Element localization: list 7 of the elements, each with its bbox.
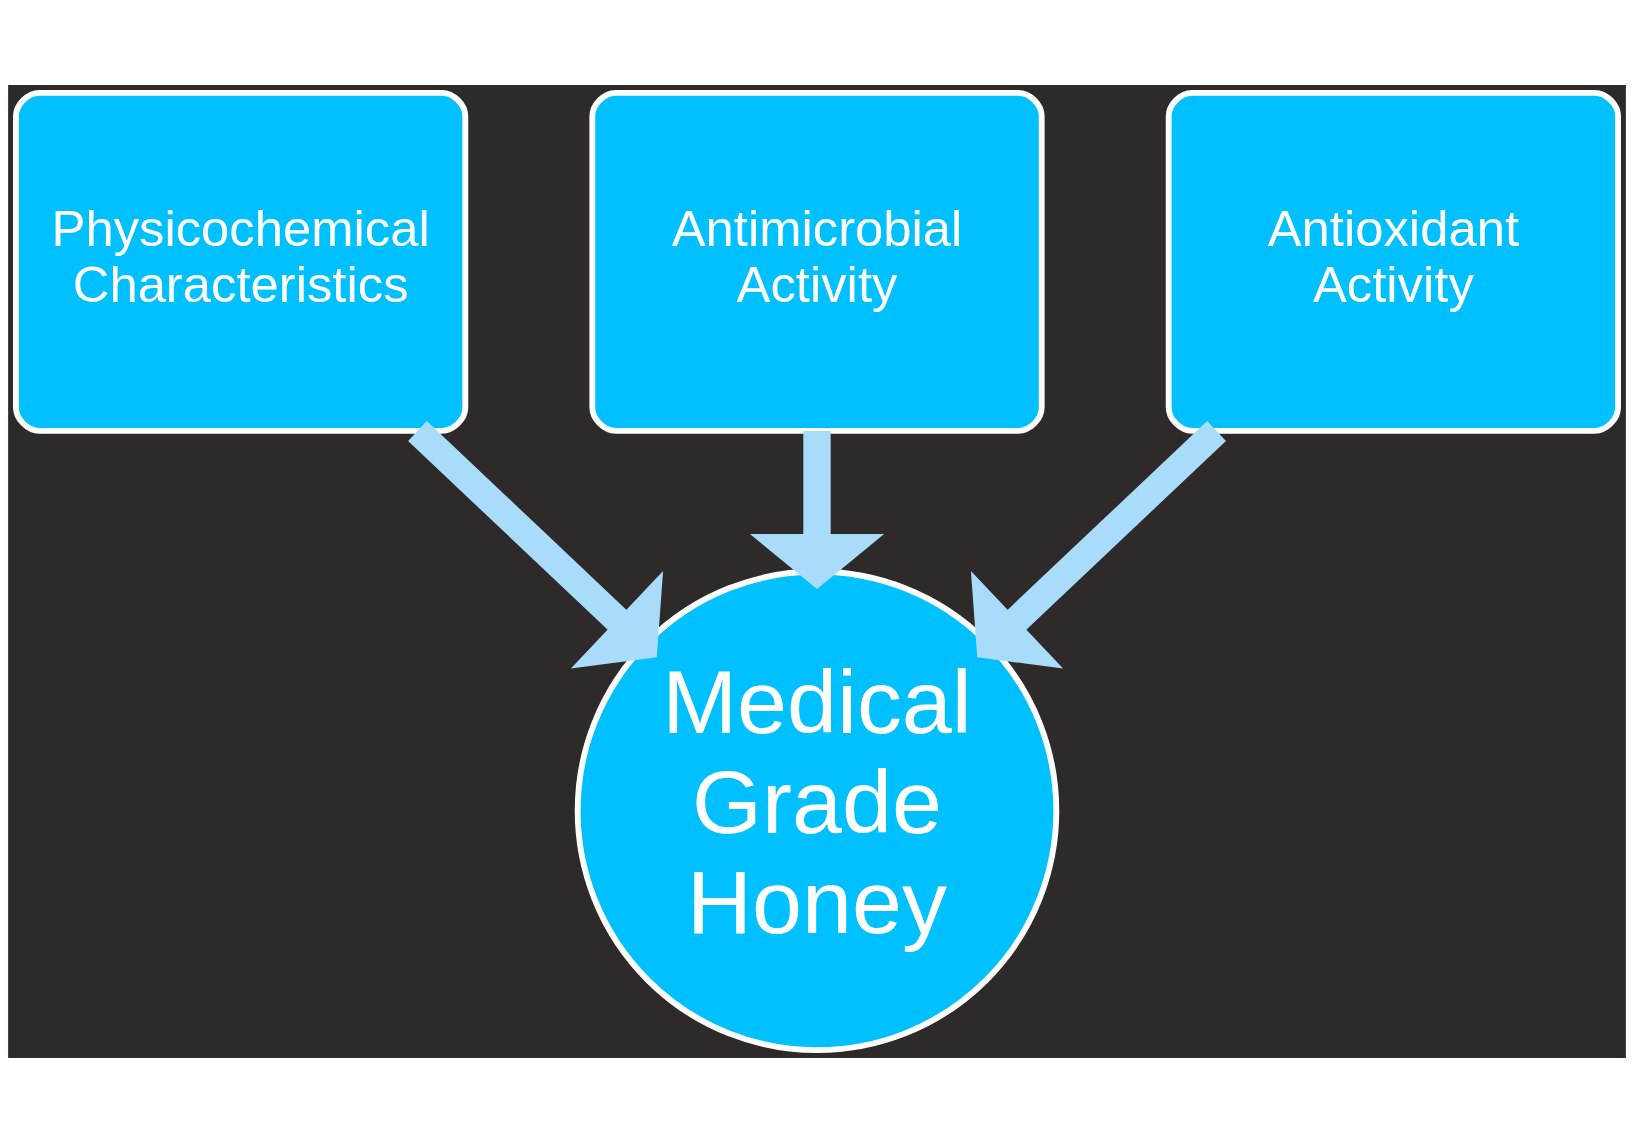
node-box: Antioxidant Activity bbox=[1165, 89, 1621, 434]
arrow bbox=[970, 421, 1226, 669]
node-box: Physicochemical Characteristics bbox=[13, 89, 469, 434]
arrow bbox=[749, 431, 885, 589]
node-circle: Medical Grade Honey bbox=[574, 568, 1060, 1054]
node-box: Antimicrobial Activity bbox=[589, 89, 1045, 434]
arrow bbox=[408, 421, 664, 669]
